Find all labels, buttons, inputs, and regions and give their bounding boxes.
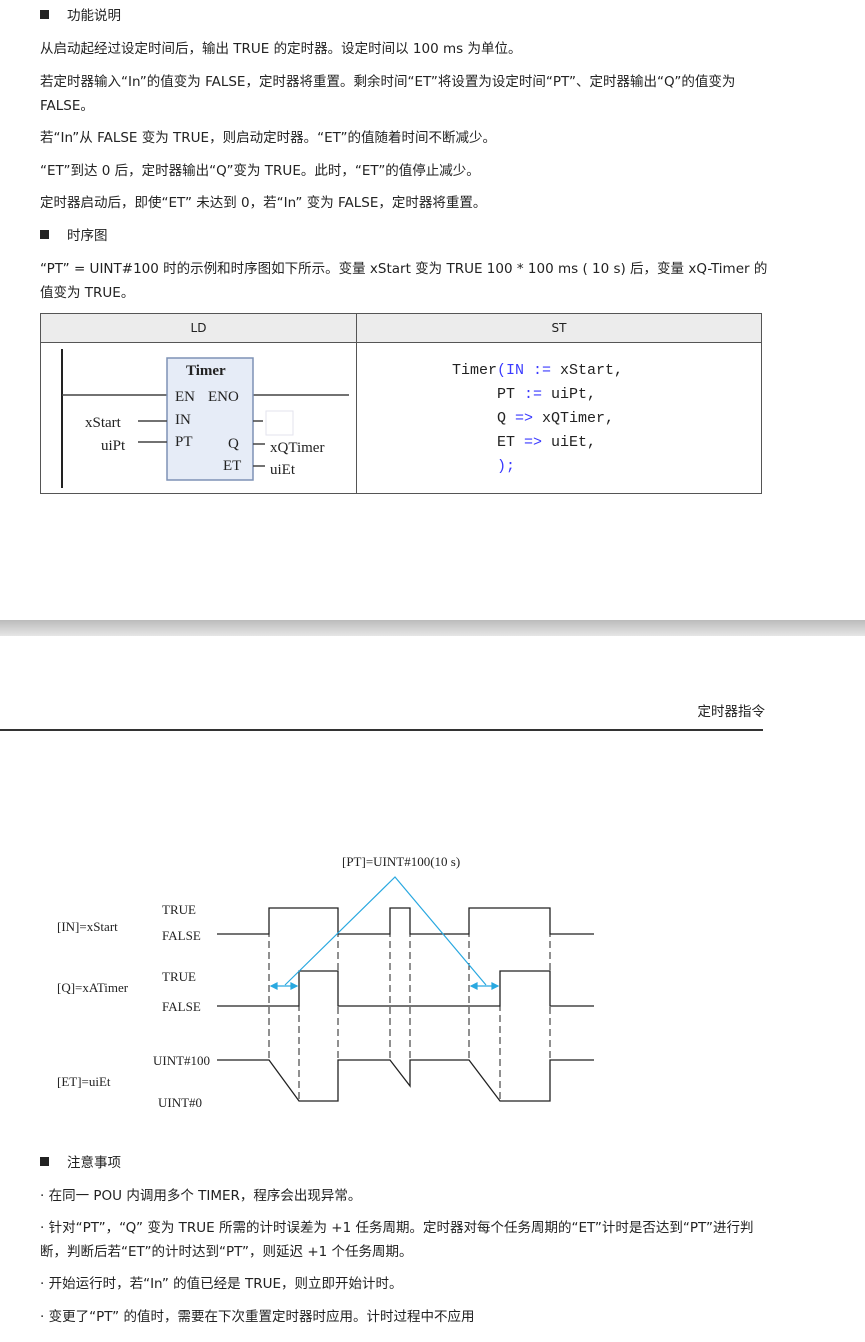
bullet-icon [40,10,49,19]
timing-diagram: [PT]=UINT#100(10 s) [IN]=xStart TRUE FAL… [57,854,594,1110]
false-label: FALSE [162,999,201,1014]
header-rule [0,729,763,731]
paragraph: “PT” = UINT#100 时的示例和时序图如下所示。变量 xStart 变… [40,261,768,301]
pt-annotation [269,876,500,990]
pin-eno: ENO [208,389,239,405]
et-label: [ET]=uiEt [57,1074,111,1089]
pin-q: Q [228,436,239,452]
var-pt: uiPt [101,438,126,454]
page-separator [0,620,865,636]
pin-pt: PT [175,434,193,450]
et-signal [217,1059,594,1102]
true-label: TRUE [162,969,196,984]
paragraph: 若“In”从 FALSE 变为 TRUE，则启动定时器。“ET”的值随着时间不断… [40,130,497,146]
block-title: Timer [186,363,226,379]
bullet-icon [40,1157,49,1166]
in-signal [217,907,594,935]
section-timing: 时序图 [40,224,770,248]
header-st: ST [356,313,762,343]
pin-en: EN [175,389,195,405]
in-label: [IN]=xStart [57,919,118,934]
pin-in: IN [175,412,191,428]
paragraph: 若定时器输入“In”的值变为 FALSE，定时器将重置。剩余时间“ET”将设置为… [40,74,736,114]
var-et: uiEt [270,462,296,478]
q-signal [217,970,594,1007]
note: · 开始运行时，若“In” 的值已经是 TRUE，则立即开始计时。 [40,1276,403,1292]
paragraph: 定时器启动后，即使“ET” 未达到 0，若“In” 变为 FALSE，定时器将重… [40,195,487,211]
true-label: TRUE [162,902,196,917]
st-code: Timer(IN := xStart, PT := uiPt, Q => xQT… [452,362,624,475]
bullet-icon [40,230,49,239]
var-in: xStart [85,415,122,431]
ld-cell: Timer EN ENO IN PT Q ET xStart uiPt xQTi… [40,342,357,494]
note: · 针对“PT”，“Q” 变为 TRUE 所需的计时误差为 +1 任务周期。定时… [40,1220,754,1260]
page-header: 定时器指令 [697,704,766,720]
note: · 变更了“PT” 的值时，需要在下次重置定时器时应用。计时过程中不应用 [40,1309,475,1325]
false-label: FALSE [162,928,201,943]
section-notes: 注意事项 [40,1151,770,1175]
section-title: 功能说明 [67,8,121,24]
note: · 在同一 POU 内调用多个 TIMER，程序会出现异常。 [40,1188,362,1204]
st-cell: Timer(IN := xStart, PT := uiPt, Q => xQT… [356,342,762,494]
paragraph: “ET”到达 0 后，定时器输出“Q”变为 TRUE。此时，“ET”的值停止减少… [40,163,480,179]
header-ld: LD [40,313,357,343]
dashed-guides [268,908,551,1101]
ld-diagram: Timer EN ENO IN PT Q ET xStart uiPt xQTi… [61,349,349,488]
q-label: [Q]=xATimer [57,980,129,995]
paragraph: 从启动起经过设定时间后，输出 TRUE 的定时器。设定时间以 100 ms 为单… [40,41,522,57]
pin-et: ET [223,458,241,474]
max-label: UINT#100 [153,1053,210,1068]
pt-label: [PT]=UINT#100(10 s) [342,854,460,869]
min-label: UINT#0 [158,1095,202,1110]
section-title: 时序图 [67,228,108,244]
section-title: 注意事项 [67,1155,121,1171]
var-q: xQTimer [270,440,324,456]
section-function: 功能说明 [40,4,770,28]
